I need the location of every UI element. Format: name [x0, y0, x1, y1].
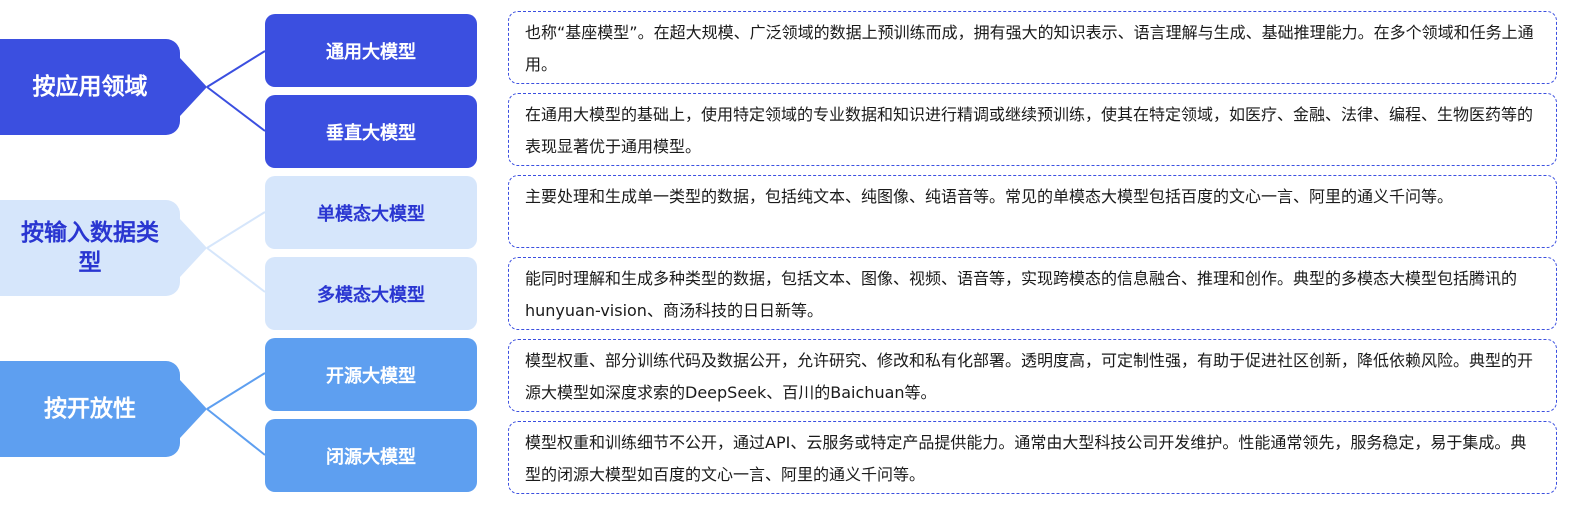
- connector-line: [180, 219, 207, 277]
- category-input-data-type: 按输入数据类型: [0, 200, 180, 296]
- description-text: 能同时理解和生成多种类型的数据，包括文本、图像、视频、语音等，实现跨模态的信息融…: [525, 269, 1518, 320]
- subcategory-label: 闭源大模型: [326, 446, 416, 468]
- connector-line: [206, 86, 266, 132]
- connector-line: [206, 211, 266, 249]
- description-text: 模型权重和训练细节不公开，通过API、云服务或特定产品提供能力。通常由大型科技公…: [525, 433, 1527, 484]
- description-text: 模型权重、部分训练代码及数据公开，允许研究、修改和私有化部署。透明度高，可定制性…: [525, 351, 1534, 402]
- description-closed-source-model: 模型权重和训练细节不公开，通过API、云服务或特定产品提供能力。通常由大型科技公…: [508, 421, 1557, 494]
- connector-line: [180, 58, 207, 116]
- subcategory-vertical-model: 垂直大模型: [265, 95, 477, 168]
- connector-line: [206, 372, 266, 410]
- category-application-domain: 按应用领域: [0, 39, 180, 135]
- subcategory-label: 多模态大模型: [317, 284, 425, 306]
- description-vertical-model: 在通用大模型的基础上，使用特定领域的专业数据和知识进行精调或继续预训练，使其在特…: [508, 93, 1557, 166]
- subcategory-label: 单模态大模型: [317, 203, 425, 225]
- subcategory-label: 通用大模型: [326, 41, 416, 63]
- subcategory-multimodal-model: 多模态大模型: [265, 257, 477, 330]
- subcategory-general-model: 通用大模型: [265, 14, 477, 87]
- description-unimodal-model: 主要处理和生成单一类型的数据，包括纯文本、纯图像、纯语音等。常见的单模态大模型包…: [508, 175, 1557, 248]
- category-openness: 按开放性: [0, 361, 180, 457]
- subcategory-unimodal-model: 单模态大模型: [265, 176, 477, 249]
- description-text: 在通用大模型的基础上，使用特定领域的专业数据和知识进行精调或继续预训练，使其在特…: [525, 105, 1534, 156]
- subcategory-label: 开源大模型: [326, 365, 416, 387]
- description-general-model: 也称“基座模型”。在超大规模、广泛领域的数据上预训练而成，拥有强大的知识表示、语…: [508, 11, 1557, 84]
- connector-line: [206, 247, 266, 293]
- connector-line: [180, 380, 207, 438]
- category-label: 按开放性: [44, 396, 136, 422]
- subcategory-closed-source-model: 闭源大模型: [265, 419, 477, 492]
- category-label: 按输入数据类型: [21, 220, 159, 276]
- subcategory-open-source-model: 开源大模型: [265, 338, 477, 411]
- category-label: 按应用领域: [32, 74, 148, 100]
- description-open-source-model: 模型权重、部分训练代码及数据公开，允许研究、修改和私有化部署。透明度高，可定制性…: [508, 339, 1557, 412]
- connector-line: [206, 50, 266, 88]
- subcategory-label: 垂直大模型: [326, 122, 416, 144]
- description-multimodal-model: 能同时理解和生成多种类型的数据，包括文本、图像、视频、语音等，实现跨模态的信息融…: [508, 257, 1557, 330]
- connector-line: [206, 408, 266, 456]
- description-text: 也称“基座模型”。在超大规模、广泛领域的数据上预训练而成，拥有强大的知识表示、语…: [525, 23, 1534, 74]
- description-text: 主要处理和生成单一类型的数据，包括纯文本、纯图像、纯语音等。常见的单模态大模型包…: [525, 187, 1454, 206]
